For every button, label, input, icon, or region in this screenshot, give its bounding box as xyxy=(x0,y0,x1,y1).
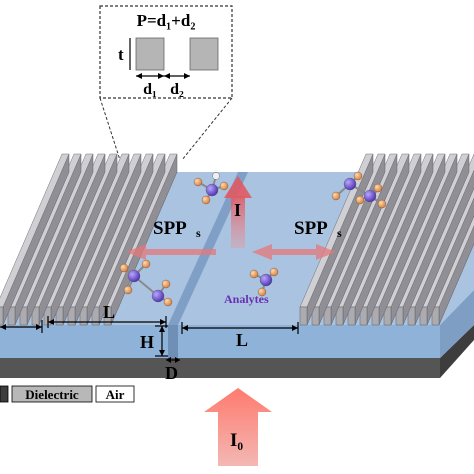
left-grating xyxy=(0,153,178,326)
inset-bar-2 xyxy=(189,37,219,71)
slit-width-label: D xyxy=(165,363,178,383)
molecule xyxy=(331,171,387,209)
incident-beam: I₀ xyxy=(204,388,272,466)
legend: Dielectric Air xyxy=(0,385,135,403)
spp-left-arrow: SPP s xyxy=(126,218,216,260)
grating-length-right: L xyxy=(236,330,248,350)
thickness-label: t xyxy=(118,45,124,64)
svg-text:s: s xyxy=(337,226,342,240)
svg-text:SPP: SPP xyxy=(153,218,187,239)
legend-air-swatch xyxy=(95,385,135,403)
svg-text:SPP: SPP xyxy=(294,218,328,239)
right-grating xyxy=(299,153,474,326)
slit-depth-label: H xyxy=(140,332,154,352)
dimension-arrowheads xyxy=(0,319,298,363)
molecule xyxy=(119,259,173,307)
substrate xyxy=(0,325,474,378)
transmitted-label: I xyxy=(234,200,241,220)
period-inset: P=d₁+d₂ t d₁ d₂ xyxy=(99,5,233,161)
molecule xyxy=(249,267,279,297)
svg-text:s: s xyxy=(196,226,201,240)
grating-length-left: L xyxy=(103,302,115,322)
spp-right-arrow: SPP s xyxy=(252,218,342,260)
inset-bar-1 xyxy=(135,37,165,71)
legend-substrate-swatch xyxy=(0,385,9,403)
incident-label: I₀ xyxy=(230,430,243,451)
left-grating-ridge xyxy=(0,153,70,326)
legend-dielectric: Dielectric xyxy=(25,387,79,402)
right-grating-ridge xyxy=(299,153,374,326)
d2-label: d₂ xyxy=(170,81,184,98)
central-slit xyxy=(168,172,248,358)
d1-label: d₁ xyxy=(143,81,157,98)
analytes-label: Analytes xyxy=(224,292,269,306)
legend-air: Air xyxy=(106,387,125,402)
transmitted-beam: I xyxy=(224,176,252,248)
period-formula: P=d₁+d₂ xyxy=(137,11,196,30)
analyte-molecules xyxy=(119,171,387,307)
molecule xyxy=(193,172,229,205)
legend-dielectric-swatch xyxy=(11,385,93,403)
dimension-markers xyxy=(0,316,299,361)
